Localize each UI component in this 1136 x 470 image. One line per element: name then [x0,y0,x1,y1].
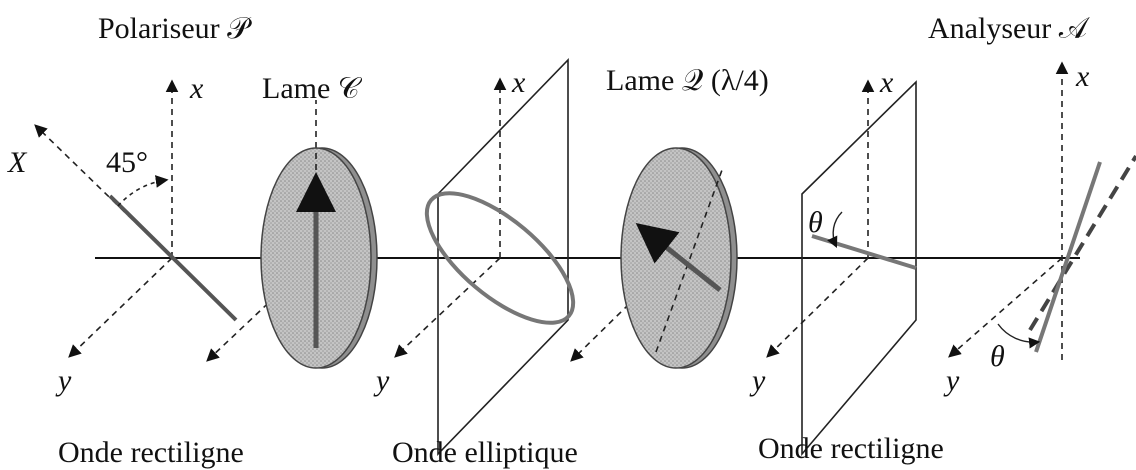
polarizer-transmission-rod [108,194,238,322]
elliptic-frame-group: x y [373,58,576,456]
theta-arc-2 [997,323,1041,349]
label-axis-X: X [7,146,28,179]
frame3-y-axis [766,257,869,358]
polarizer-y-axis [68,257,173,358]
label-lame-c: Lame 𝒞 [262,72,363,105]
analyzer-y-axis [948,257,1063,358]
plate-c-group: Lame 𝒞 [206,72,378,369]
plate-q-polarization-rod [635,223,722,292]
label-theta-2: θ [990,340,1005,373]
elliptic-frame [437,58,569,456]
label-axis-x-3: x [879,66,894,99]
caption-onde-rectiligne-1: Onde rectiligne [58,436,244,469]
rectilinear-frame [801,80,917,457]
caption-onde-rectiligne-2: Onde rectiligne [758,432,944,465]
elliptic-polarization [424,191,576,325]
analyzer-group: Analyseur 𝒜 x y θ [928,12,1136,397]
label-axis-x-1: x [189,72,204,105]
label-axis-y-1: y [55,364,72,397]
label-theta-1: θ [808,206,823,239]
label-axis-x-4: x [1075,60,1090,93]
label-polariseur: Polariseur 𝒫 [98,12,252,45]
theta-arc-1 [827,211,843,249]
polarizer-group: 45° X x y Polariseur 𝒫 [7,12,252,397]
rectilinear-frame-group: x y θ [749,66,917,457]
caption-onde-elliptique: Onde elliptique [392,436,578,469]
frame3-polarization-rod [811,234,917,270]
polarizer-X-axis [34,124,173,259]
label-angle-45: 45° [106,146,148,179]
angle-45-arc [117,175,169,207]
plate-q-group: Lame 𝒬 (λ/4) [570,64,769,369]
label-axis-y-2: y [373,364,390,397]
label-axis-y-4: y [943,364,960,397]
label-axis-x-2: x [511,66,526,99]
frame2-y-axis [394,257,501,358]
label-lame-q: Lame 𝒬 (λ/4) [606,64,769,97]
analyzer-transmission-rod [1034,161,1102,353]
label-axis-y-3: y [749,364,766,397]
label-analyseur: Analyseur 𝒜 [928,12,1091,45]
analyzer-dashed-direction [1028,154,1136,332]
